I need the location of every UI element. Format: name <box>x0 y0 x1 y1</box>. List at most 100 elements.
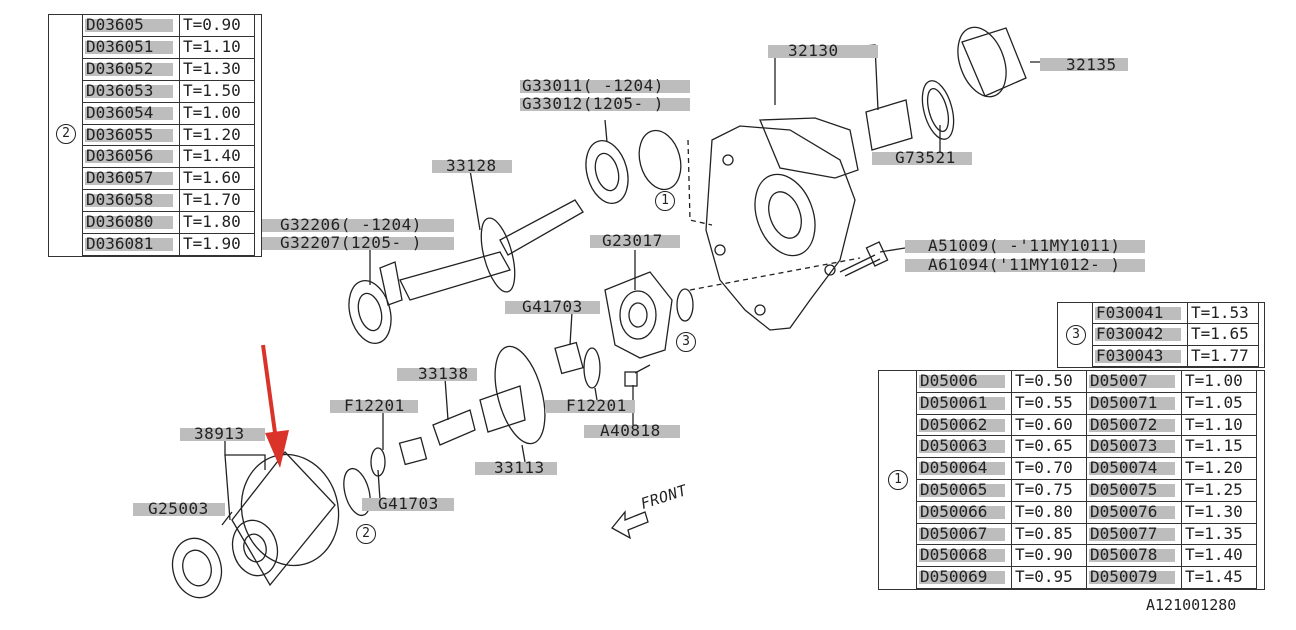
label-f12201-right: F12201 <box>566 396 627 415</box>
label-a40818: A40818 <box>600 421 661 440</box>
part-number-cell: D050077 <box>1086 522 1182 546</box>
thickness-cell: T=1.25 <box>1181 478 1257 502</box>
thickness-cell: T=0.60 <box>1011 413 1087 437</box>
part-number-cell: D050074 <box>1086 457 1182 480</box>
part-number-cell: D050068 <box>916 544 1012 568</box>
label-f12201-left: F12201 <box>344 396 405 415</box>
part-number-cell: D036058 <box>82 189 180 213</box>
figure-reference-code: A121001280 <box>1146 596 1237 614</box>
part-number-cell: D036055 <box>82 123 180 147</box>
part-number-cell: D036052 <box>82 57 180 81</box>
part-number-cell: D050071 <box>1086 391 1182 415</box>
part-number-cell: D050076 <box>1086 500 1182 524</box>
label-32130: 32130 <box>788 41 839 60</box>
part-number-cell: D050062 <box>916 413 1012 437</box>
table-2-marker: 2 <box>56 124 76 144</box>
thickness-cell: T=0.80 <box>1011 500 1087 524</box>
pointer-arrow <box>261 344 289 468</box>
thickness-cell: T=1.00 <box>1181 370 1257 393</box>
thickness-cell: T=1.53 <box>1187 301 1259 325</box>
label-g41703-upper: G41703 <box>522 297 583 316</box>
label-a51009: A51009( -'11MY1011) <box>928 236 1121 255</box>
part-number-cell: D036054 <box>82 101 180 125</box>
part-number-cell: D036057 <box>82 167 180 191</box>
label-g25003: G25003 <box>148 499 209 518</box>
part-number-cell: D036056 <box>82 145 180 169</box>
callout-3-retainer: 3 <box>676 332 696 352</box>
label-33113: 33113 <box>494 458 545 477</box>
thickness-cell: T=1.30 <box>1181 500 1257 524</box>
thickness-cell: T=1.40 <box>179 145 255 169</box>
thickness-cell: T=1.40 <box>1181 544 1257 568</box>
extension-housing <box>705 125 856 331</box>
label-g32207: G32207(1205- ) <box>280 233 422 252</box>
thickness-cell: T=1.60 <box>179 167 255 191</box>
thickness-cell: T=0.90 <box>179 14 255 37</box>
part-number-cell: D050072 <box>1086 413 1182 437</box>
thickness-cell: T=1.00 <box>179 101 255 125</box>
part-number-cell: D036081 <box>82 233 180 256</box>
part-number-cell: D036051 <box>82 35 180 59</box>
thickness-cell: T=0.75 <box>1011 478 1087 502</box>
callout-1-housing: 1 <box>655 191 675 211</box>
part-number-cell: D050069 <box>916 566 1012 589</box>
part-number-cell: D050078 <box>1086 544 1182 568</box>
thickness-cell: T=0.65 <box>1011 435 1087 459</box>
label-33128: 33128 <box>446 156 497 175</box>
label-g32206: G32206( -1204) <box>280 215 422 234</box>
thickness-cell: T=1.80 <box>179 211 255 235</box>
label-g41703-lower: G41703 <box>378 494 439 513</box>
thickness-cell: T=0.55 <box>1011 391 1087 415</box>
thickness-cell: T=0.85 <box>1011 522 1087 546</box>
part-number-cell: D05006 <box>916 370 1012 393</box>
thickness-cell: T=1.77 <box>1187 344 1259 367</box>
thickness-cell: T=1.05 <box>1181 391 1257 415</box>
part-number-cell: D050065 <box>916 478 1012 502</box>
part-number-cell: D050064 <box>916 457 1012 480</box>
part-number-cell: D03605 <box>82 14 180 37</box>
label-a61094: A61094('11MY1012- ) <box>928 255 1121 274</box>
part-number-cell: D050061 <box>916 391 1012 415</box>
part-number-cell: D036080 <box>82 211 180 235</box>
label-32135: 32135 <box>1066 55 1117 74</box>
part-number-cell: D05007 <box>1086 370 1182 393</box>
thickness-cell: T=1.10 <box>1181 413 1257 437</box>
table-3-marker: 3 <box>1066 325 1086 345</box>
part-number-cell: D036053 <box>82 79 180 103</box>
thickness-cell: T=1.20 <box>179 123 255 147</box>
thickness-cell: T=1.65 <box>1187 323 1259 346</box>
part-number-cell: F030043 <box>1092 344 1188 367</box>
label-g33011: G33011( -1204) <box>522 76 664 95</box>
thickness-cell: T=1.45 <box>1181 566 1257 589</box>
thickness-cell: T=1.35 <box>1181 522 1257 546</box>
thickness-cell: T=0.90 <box>1011 544 1087 568</box>
thickness-cell: T=0.95 <box>1011 566 1087 589</box>
part-number-cell: D050079 <box>1086 566 1182 589</box>
part-number-cell: F030041 <box>1092 301 1188 325</box>
thickness-cell: T=1.90 <box>179 233 255 256</box>
label-g23017: G23017 <box>602 231 663 250</box>
thickness-cell: T=1.20 <box>1181 457 1257 480</box>
